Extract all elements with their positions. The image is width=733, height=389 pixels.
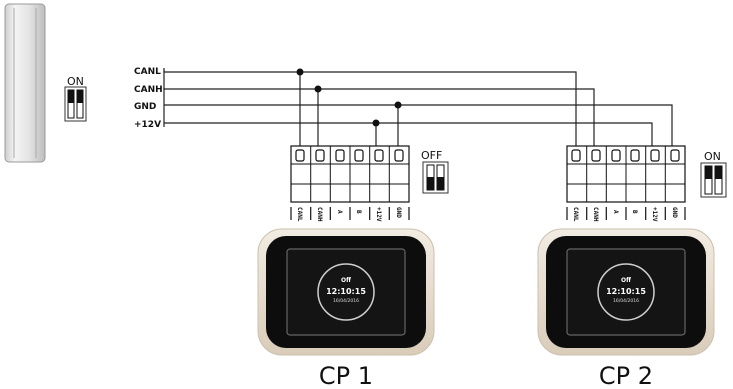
cp1-term-b: B <box>355 210 362 214</box>
cp2-term-gnd: GND <box>671 207 678 218</box>
cp2-dip-switch: ON <box>700 150 727 198</box>
cp2-terminal-labels: CANL CANH A B +12V GND <box>566 207 686 222</box>
cp2-terminal-block <box>566 145 686 203</box>
cp1-term-a: A <box>336 210 343 214</box>
cp2-panel: Off 12:10:15 16/04/2016 <box>537 228 715 356</box>
wire-canh <box>163 88 595 146</box>
cp1-term-gnd: GND <box>395 207 402 218</box>
cp1-dip-label: OFF <box>421 149 442 162</box>
bus-wires <box>163 68 673 146</box>
bus-label-canh: CANH <box>134 85 163 95</box>
cp2-term-canl: CANL <box>572 207 579 222</box>
bus-label-canl: CANL <box>134 67 161 77</box>
cp2-term-canh: CANH <box>592 207 599 222</box>
junction-dots <box>296 68 402 127</box>
wire-gnd <box>164 104 673 146</box>
cp1-term-canl: CANL <box>296 207 303 222</box>
cp2-term-12v: +12V <box>651 207 658 222</box>
wire-12v <box>164 122 653 146</box>
bus-label-12v: +12V <box>134 120 161 130</box>
wire-canl <box>163 70 577 146</box>
cp1-screen-time: 12:10:15 <box>326 287 366 296</box>
control-unit <box>4 3 46 163</box>
cp1-terminal-block <box>290 145 410 203</box>
cp2-screen-time: 12:10:15 <box>606 287 646 296</box>
cp1-term-12v: +12V <box>375 207 382 222</box>
cp1-screen-date: 16/04/2016 <box>333 298 359 304</box>
cp2-term-a: A <box>612 210 619 214</box>
cp1-terminal-labels: CANL CANH A B +12V GND <box>290 207 410 222</box>
master-dip-label: ON <box>67 75 84 88</box>
cp1-screen-state: Off <box>341 277 351 284</box>
cp1-panel: Off 12:10:15 16/04/2016 <box>257 228 435 356</box>
cp1-label: CP 1 <box>319 362 373 389</box>
cp1-dip-switch: OFF <box>421 149 449 194</box>
cp2-screen-state: Off <box>621 277 631 284</box>
cp2-term-b: B <box>631 210 638 214</box>
cp2-dip-label: ON <box>704 150 721 163</box>
master-dip-switch: ON <box>64 75 87 122</box>
cp2-label: CP 2 <box>599 362 653 389</box>
cp2-screen-date: 16/04/2016 <box>613 298 639 304</box>
bus-label-gnd: GND <box>134 102 156 112</box>
cp1-term-canh: CANH <box>316 207 323 222</box>
